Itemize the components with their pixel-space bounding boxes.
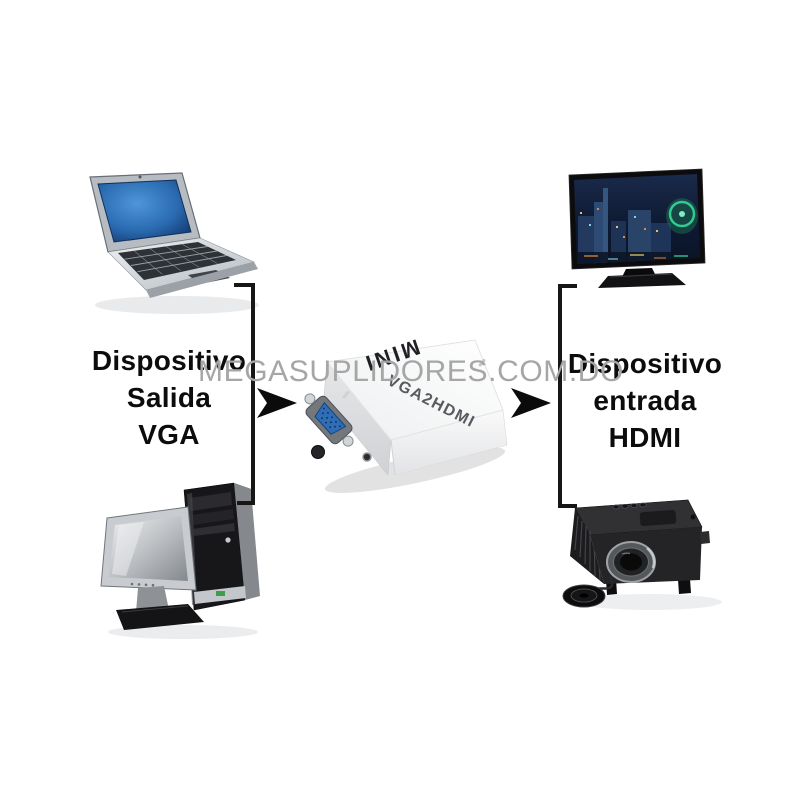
right-bracket-top-stub xyxy=(560,284,577,288)
projector-lens-cap xyxy=(562,584,606,608)
laptop-icon xyxy=(89,172,259,314)
vga2hdmi-converter: MINI VGA2HDMI xyxy=(304,334,508,493)
desktop-monitor-screen xyxy=(109,516,188,581)
laptop-screen xyxy=(97,179,192,243)
converter-corner-knob xyxy=(311,445,325,459)
projector-lens xyxy=(606,541,656,583)
projector-buttons xyxy=(612,502,647,510)
desktop-tower xyxy=(183,482,260,611)
left-bracket-vertical xyxy=(251,283,255,505)
hdmi-display-label-line2: entrada xyxy=(593,385,697,416)
vga-source-label-line3: VGA xyxy=(138,419,200,450)
desktop-monitor xyxy=(100,506,204,630)
vga-source-label: Dispositivo Salida VGA xyxy=(64,342,274,453)
hdmi-display-label-line1: Dispositivo xyxy=(567,348,723,379)
right-bracket-vertical xyxy=(558,284,562,508)
vga-source-label-line1: Dispositivo xyxy=(91,345,247,376)
right-bracket-bottom-stub xyxy=(560,504,577,508)
hdmi-display-label-line3: HDMI xyxy=(608,422,682,453)
left-bracket-top-stub xyxy=(234,283,253,287)
projector-icon xyxy=(562,499,722,610)
left-bracket-bottom-stub xyxy=(237,501,253,505)
hdmi-display-label: Dispositivo entrada HDMI xyxy=(540,345,750,456)
audio-jack-hole xyxy=(362,452,372,462)
laptop-keyboard xyxy=(118,242,236,280)
tv-icon xyxy=(568,168,706,288)
watermark-text: MEGASUPLIDORES.COM.DO xyxy=(198,355,624,388)
arrow-vga-to-converter-icon xyxy=(257,388,297,418)
vga-port xyxy=(304,393,354,447)
arrow-converter-to-hdmi-icon xyxy=(511,388,551,418)
desktop-computer-icon xyxy=(100,482,260,639)
vga-source-label-line2: Salida xyxy=(126,382,212,413)
